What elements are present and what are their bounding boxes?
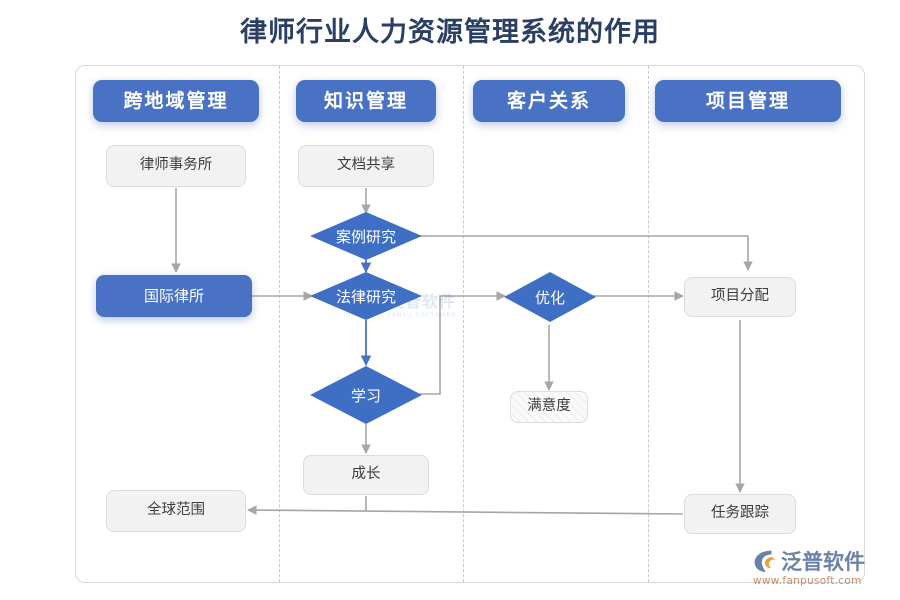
page-title: 律师行业人力资源管理系统的作用 xyxy=(240,17,660,48)
lane-separator-2 xyxy=(463,66,464,582)
node-learning[interactable]: 学习 xyxy=(310,366,422,424)
node-task-tracking[interactable]: 任务跟踪 xyxy=(684,494,796,534)
lane-header-knowledge[interactable]: 知识管理 xyxy=(296,80,436,122)
node-satisfaction[interactable]: 满意度 xyxy=(510,391,588,423)
lane-header-customer[interactable]: 客户关系 xyxy=(473,80,625,122)
node-law-firm[interactable]: 律师事务所 xyxy=(106,145,246,187)
node-case-research[interactable]: 案例研究 xyxy=(310,212,422,260)
node-label: 项目分配 xyxy=(711,288,769,305)
node-label: 满意度 xyxy=(527,398,571,415)
lane-header-label: 客户关系 xyxy=(506,89,591,112)
node-label: 案例研究 xyxy=(335,227,396,246)
node-label: 优化 xyxy=(534,288,565,307)
lane-separator-3 xyxy=(648,66,649,582)
node-label: 律师事务所 xyxy=(139,157,213,174)
node-label: 法律研究 xyxy=(335,287,396,306)
node-label: 成长 xyxy=(351,466,381,483)
node-label: 国际律所 xyxy=(143,286,204,305)
node-legal-research[interactable]: 法律研究 xyxy=(310,272,422,320)
node-label: 任务跟踪 xyxy=(711,505,769,522)
edge-case-research-to-project-alloc xyxy=(415,235,753,271)
node-optimization[interactable]: 优化 xyxy=(504,272,596,322)
lane-header-project[interactable]: 项目管理 xyxy=(655,80,841,122)
lane-header-cross-region[interactable]: 跨地域管理 xyxy=(93,80,259,122)
lane-separator-1 xyxy=(279,66,280,582)
node-doc-sharing[interactable]: 文档共享 xyxy=(298,145,434,187)
node-label: 学习 xyxy=(350,386,381,405)
lane-header-label: 知识管理 xyxy=(323,89,408,112)
node-growth[interactable]: 成长 xyxy=(303,455,429,495)
edge-task-tracking-to-global-scope xyxy=(247,505,684,515)
node-global-scope[interactable]: 全球范围 xyxy=(106,490,246,532)
lane-header-label: 项目管理 xyxy=(705,89,790,112)
lane-header-label: 跨地域管理 xyxy=(123,89,229,112)
node-label: 全球范围 xyxy=(147,502,205,519)
node-intl-firm[interactable]: 国际律所 xyxy=(96,275,252,317)
node-label: 文档共享 xyxy=(337,157,395,174)
node-project-alloc[interactable]: 项目分配 xyxy=(684,277,796,317)
edge-learning-to-optimization xyxy=(420,291,506,395)
